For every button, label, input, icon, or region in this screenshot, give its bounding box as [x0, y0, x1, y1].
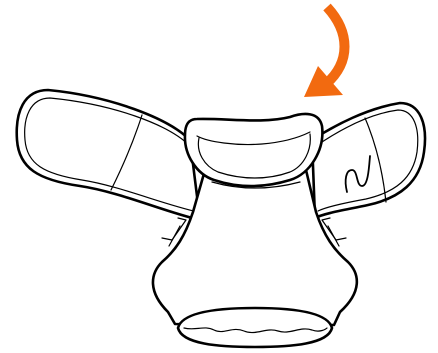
curved-arrow-icon: [304, 7, 345, 97]
left-wing-pad-icon: [17, 90, 200, 220]
headrest-icon: [185, 114, 322, 186]
right-wing-pad-icon: [312, 103, 425, 218]
